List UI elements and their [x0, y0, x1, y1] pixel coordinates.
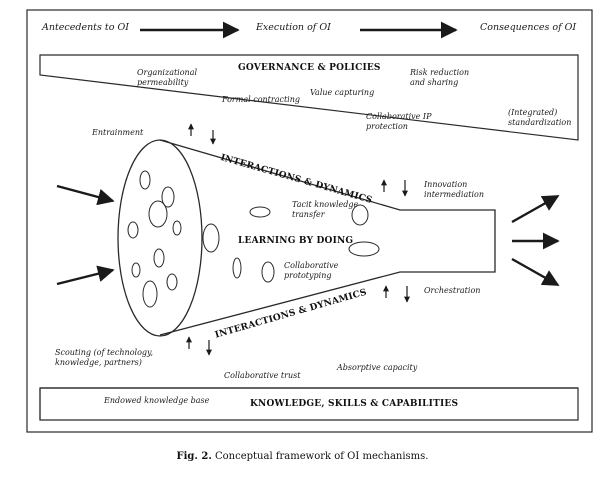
scouting-label: Scouting (of technology,	[55, 348, 154, 357]
outer-frame	[26, 9, 593, 433]
organizational-permeability-label-2: permeability	[137, 78, 189, 87]
learning-by-doing-title: LEARNING BY DOING	[238, 236, 354, 246]
input-arrow-1	[56, 184, 115, 206]
innovation-intermediation-label: Innovation	[424, 180, 468, 189]
knowledge-bubbles	[127, 170, 380, 308]
collaborative-trust-label: Collaborative trust	[224, 371, 301, 380]
consequences-label: Consequences of OI	[480, 22, 577, 33]
input-arrow-2	[56, 265, 115, 286]
entrainment-label: Entrainment	[92, 128, 144, 137]
innovation-intermediation-label-2: intermediation	[424, 190, 484, 199]
collaborative-prototyping-label: Collaborative	[284, 261, 339, 270]
capabilities-title: KNOWLEDGE, SKILLS & CAPABILITIES	[250, 399, 459, 409]
formal-contracting-label: Formal contracting	[222, 95, 300, 104]
antecedents-label: Antecedents to OI	[42, 22, 129, 33]
figure-caption-label: Fig. 2.	[176, 451, 212, 462]
absorptive-capacity-label: Absorptive capacity	[337, 363, 418, 372]
governance-wedge	[39, 54, 579, 141]
scouting-label-2: knowledge, partners)	[55, 358, 142, 367]
tacit-knowledge-label: Tacit knowledge	[292, 200, 359, 209]
output-arrow-3	[511, 257, 560, 287]
figure-caption-text: Conceptual framework of OI mechanisms.	[215, 451, 429, 462]
funnel-mouth	[117, 139, 203, 337]
collaborative-ip-label: Collaborative IP	[366, 112, 432, 121]
tacit-knowledge-label-2: transfer	[292, 210, 325, 219]
output-arrow-1	[511, 194, 560, 224]
orchestration-label: Orchestration	[424, 286, 481, 295]
organizational-permeability-label: Organizational	[137, 68, 198, 77]
risk-reduction-label-2: and sharing	[410, 78, 459, 87]
value-capturing-label: Value capturing	[310, 88, 375, 97]
standardization-label-2: standardization	[508, 118, 572, 127]
collaborative-prototyping-label-2: prototyping	[284, 271, 332, 280]
standardization-label: (Integrated)	[508, 108, 558, 117]
endowed-knowledge-label: Endowed knowledge base	[104, 396, 210, 405]
interaction-arrows	[186, 123, 410, 356]
funnel-body	[159, 139, 496, 336]
governance-title: GOVERNANCE & POLICIES	[238, 63, 381, 73]
collaborative-ip-label-2: protection	[366, 122, 408, 131]
figure-caption: Fig. 2. Conceptual framework of OI mecha…	[0, 451, 605, 462]
execution-label: Execution of OI	[256, 22, 331, 33]
risk-reduction-label: Risk reduction	[410, 68, 470, 77]
